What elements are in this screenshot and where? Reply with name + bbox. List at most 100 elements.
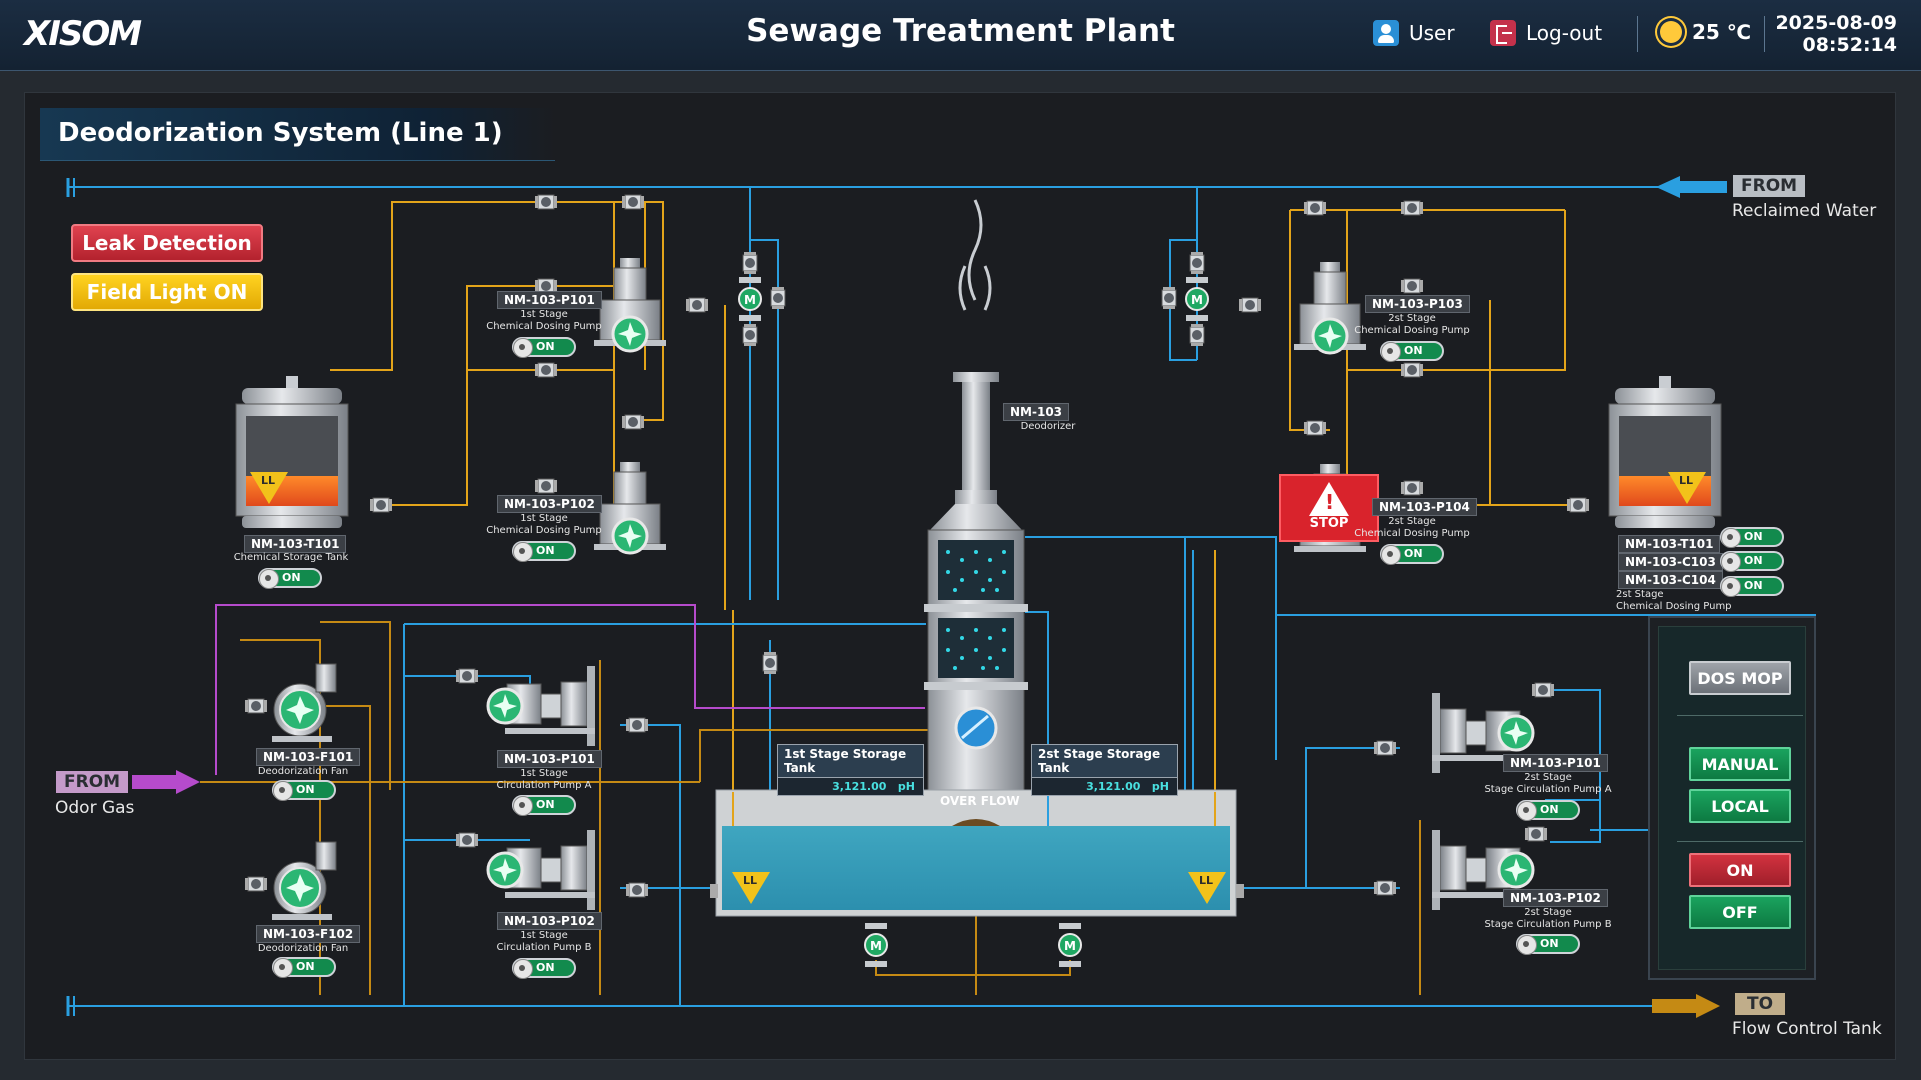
tag-deodorizer: NM-103 <box>1003 403 1070 421</box>
toggle-p103[interactable]: ON <box>1380 341 1444 362</box>
toggle-t101-left[interactable]: ON <box>258 568 322 589</box>
user-button[interactable]: User <box>1373 20 1455 46</box>
tag-p101-dosing: NM-103-P101 <box>497 291 602 309</box>
toggle-right-t101[interactable]: ON <box>1720 527 1784 548</box>
overflow-label: OVER FLOW <box>940 794 1020 808</box>
logo: XISOM <box>24 14 142 54</box>
desc-cp101-2: Circulation Pump A <box>496 780 592 791</box>
field-light-button[interactable]: Field Light ON <box>71 273 263 311</box>
storage-tank-2st-value: 3,121.00 pH <box>1086 780 1169 793</box>
desc-f101: Deodorization Fan <box>257 766 349 777</box>
user-label: User <box>1409 21 1455 45</box>
datetime: 2025-08-09 08:52:14 <box>1775 12 1897 56</box>
level-low-left-tank: LL <box>250 472 288 504</box>
desc-p104-1: 2st Stage <box>1388 516 1436 527</box>
desc-f102: Deodorization Fan <box>257 943 349 954</box>
control-panel: DOS MOP MANUAL LOCAL ON OFF <box>1648 616 1816 980</box>
toggle-rcp102[interactable]: ON <box>1516 934 1580 955</box>
toggle-p101-dosing[interactable]: ON <box>512 337 576 358</box>
level-low-basin-right: LL <box>1188 872 1226 904</box>
tag-right-c103: NM-103-C103 <box>1618 553 1723 571</box>
control-panel-inner: DOS MOP MANUAL LOCAL ON OFF <box>1658 626 1806 970</box>
desc-right-tank-2: Chemical Dosing Pump <box>1616 601 1732 612</box>
logout-icon <box>1490 20 1516 46</box>
tag-p104: NM-103-P104 <box>1372 498 1477 516</box>
desc-cp101-1: 1st Stage <box>520 768 568 779</box>
tag-cp101: NM-103-P101 <box>497 750 602 768</box>
desc-p101-dosing-1: 1st Stage <box>520 309 568 320</box>
desc-deodorizer: Deodorizer <box>1020 421 1076 432</box>
control-divider <box>1677 841 1803 842</box>
desc-p102-dosing-1: 1st Stage <box>520 513 568 524</box>
flow-control-tank-label: Flow Control Tank <box>1732 1019 1882 1039</box>
tag-p103: NM-103-P103 <box>1365 295 1470 313</box>
warning-icon <box>1309 482 1349 516</box>
desc-rcp102-1: 2st Stage <box>1524 907 1572 918</box>
time: 08:52:14 <box>1802 34 1897 56</box>
tag-right-t101: NM-103-T101 <box>1618 535 1721 553</box>
leak-detection-button[interactable]: Leak Detection <box>71 224 263 262</box>
desc-cp102-1: 1st Stage <box>520 930 568 941</box>
storage-tank-2st: 2st Stage Storage Tank 3,121.00 pH <box>1031 744 1178 796</box>
temperature: 25 ℃ <box>1692 20 1752 44</box>
desc-p101-dosing-2: Chemical Dosing Pump <box>486 321 602 332</box>
outlet-to-badge: TO <box>1735 993 1786 1015</box>
desc-p104-2: Chemical Dosing Pump <box>1354 528 1470 539</box>
weather: 25 ℃ <box>1660 20 1751 44</box>
chemical-tank-right <box>1608 375 1722 529</box>
level-low-right-tank: LL <box>1668 472 1706 504</box>
section-title: Deodorization System (Line 1) <box>40 108 555 161</box>
toggle-f102[interactable]: ON <box>272 957 336 978</box>
header-divider <box>1637 16 1638 52</box>
toggle-rcp101[interactable]: ON <box>1516 800 1580 821</box>
dos-mop-button[interactable]: DOS MOP <box>1689 661 1791 695</box>
on-button[interactable]: ON <box>1689 853 1791 887</box>
header-divider <box>1764 16 1765 52</box>
logout-button[interactable]: Log-out <box>1490 20 1602 46</box>
odor-from-badge: FROM <box>56 771 129 793</box>
level-low-basin-left: LL <box>732 872 770 904</box>
tag-f101: NM-103-F101 <box>256 748 361 766</box>
control-divider <box>1677 715 1803 716</box>
toggle-right-c103[interactable]: ON <box>1720 551 1784 572</box>
logout-label: Log-out <box>1526 21 1603 45</box>
toggle-cp101[interactable]: ON <box>512 795 576 816</box>
storage-tank-2st-name: 2st Stage Storage Tank <box>1032 745 1177 778</box>
local-button[interactable]: LOCAL <box>1689 789 1791 823</box>
desc-p103-2: Chemical Dosing Pump <box>1354 325 1470 336</box>
tag-cp102: NM-103-P102 <box>497 912 602 930</box>
storage-tank-1st: 1st Stage Storage Tank 3,121.00 pH <box>777 744 924 796</box>
off-button[interactable]: OFF <box>1689 895 1791 929</box>
desc-p102-dosing-2: Chemical Dosing Pump <box>486 525 602 536</box>
desc-rcp101-2: Stage Circulation Pump A <box>1484 784 1612 795</box>
tag-right-c104: NM-103-C104 <box>1618 571 1723 589</box>
desc-rcp102-2: Stage Circulation Pump B <box>1484 919 1612 930</box>
toggle-right-c104[interactable]: ON <box>1720 576 1784 597</box>
header-bar: XISOM User Log-out 25 ℃ 2025-08-09 08:52… <box>0 0 1921 71</box>
desc-p103-1: 2st Stage <box>1388 313 1436 324</box>
storage-tank-1st-name: 1st Stage Storage Tank <box>778 745 923 778</box>
storage-tank-1st-value: 3,121.00 pH <box>832 780 915 793</box>
tag-t101-left: NM-103-T101 <box>244 535 347 553</box>
chemical-tank-left <box>235 375 349 529</box>
section-title-text: Deodorization System (Line 1) <box>58 118 503 148</box>
date: 2025-08-09 <box>1775 12 1897 34</box>
sun-icon <box>1660 21 1682 43</box>
toggle-f101[interactable]: ON <box>272 780 336 801</box>
tag-rcp101: NM-103-P101 <box>1503 754 1608 772</box>
tag-rcp102: NM-103-P102 <box>1503 889 1608 907</box>
toggle-cp102[interactable]: ON <box>512 958 576 979</box>
manual-button[interactable]: MANUAL <box>1689 747 1791 781</box>
desc-cp102-2: Circulation Pump B <box>496 942 592 953</box>
toggle-p104[interactable]: ON <box>1380 544 1444 565</box>
desc-rcp101-1: 2st Stage <box>1524 772 1572 783</box>
desc-t101-left: Chemical Storage Tank <box>233 552 349 563</box>
tag-p102-dosing: NM-103-P102 <box>497 495 602 513</box>
reclaimed-from-badge: FROM <box>1733 175 1806 197</box>
odor-gas-label: Odor Gas <box>55 798 135 818</box>
tag-f102: NM-103-F102 <box>256 925 361 943</box>
packing-dots <box>946 550 1006 670</box>
p104-stop-alarm[interactable]: STOP <box>1279 474 1379 542</box>
toggle-p102-dosing[interactable]: ON <box>512 541 576 562</box>
